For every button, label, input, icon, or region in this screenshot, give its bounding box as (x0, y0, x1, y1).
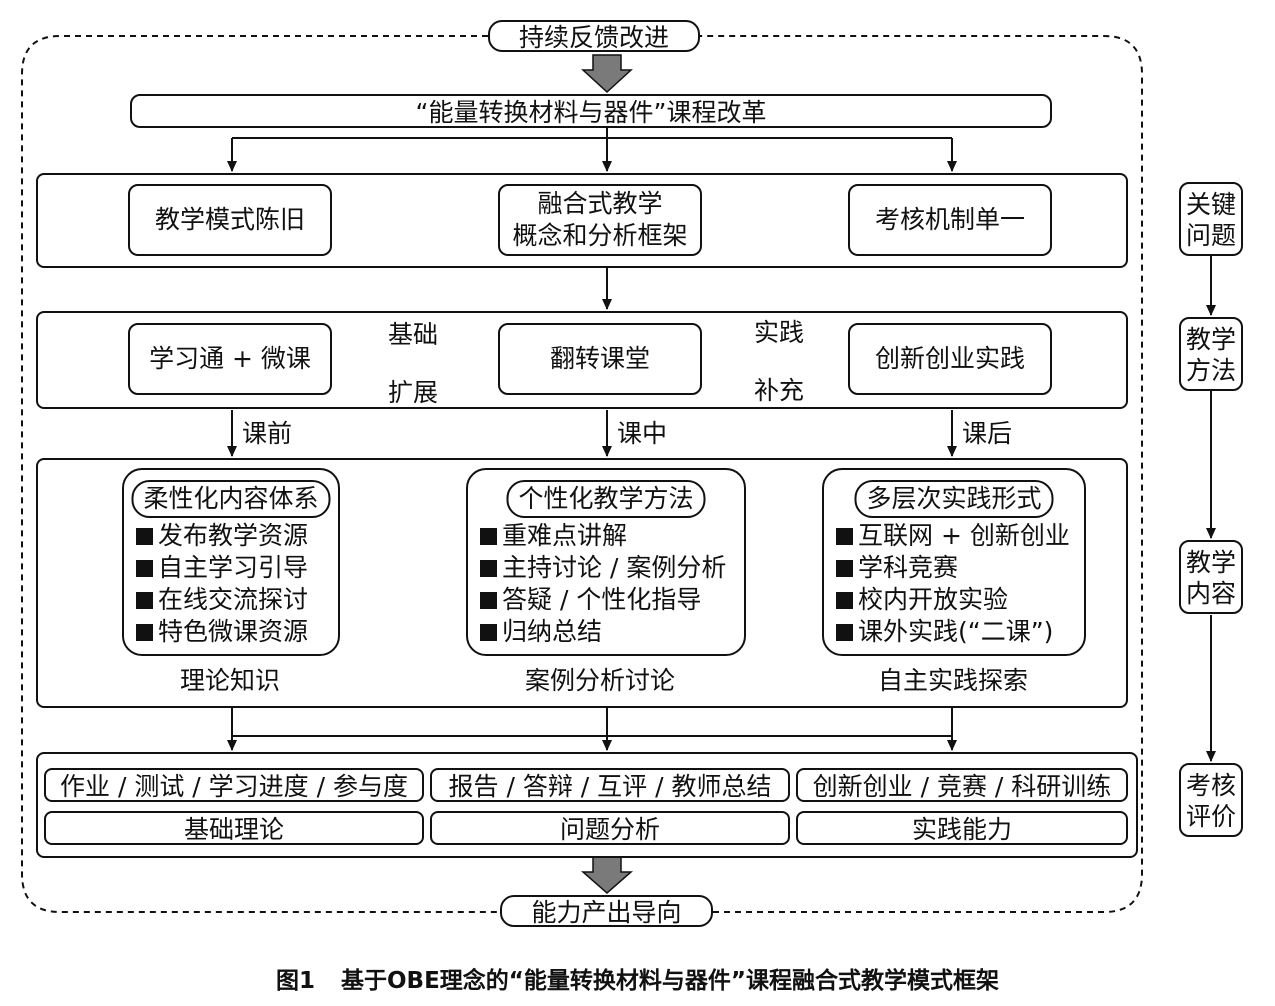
list-item: 主持讨论 / 案例分析 (480, 552, 726, 584)
outdated-teaching-mode-box: 教学模式陈旧 (128, 184, 332, 256)
list-item: 归纳总结 (480, 616, 726, 648)
panel-title: 柔性化内容体系 (131, 480, 331, 518)
side-label-line: 方法 (1185, 356, 1236, 385)
course-reform-text: “能量转换材料与器件”课程改革 (415, 98, 767, 127)
assessment-method-theory: 作业 / 测试 / 学习进度 / 参与度 (44, 768, 424, 802)
flexible-content-panel: 柔性化内容体系 发布教学资源 自主学习引导 在线交流探讨 特色微课资源 (122, 468, 340, 656)
panel-caption-case: 案例分析讨论 (525, 666, 676, 695)
side-label-line: 教学 (1185, 325, 1236, 354)
block-arrow-bottom (581, 856, 633, 894)
xuexitong-microcourse-text: 学习通 + 微课 (149, 343, 311, 373)
list-item: 自主学习引导 (136, 552, 308, 584)
figure-caption: 图1 基于OBE理念的“能量转换材料与器件”课程融合式教学模式框架 (0, 961, 1275, 995)
list-item: 答疑 / 个性化指导 (480, 584, 726, 616)
innovation-practice-text: 创新创业实践 (874, 343, 1025, 373)
ability-text: 问题分析 (559, 815, 660, 844)
stage-before-class: 课前 (242, 419, 293, 448)
flipped-classroom-text: 翻转课堂 (549, 343, 650, 373)
list-item: 在线交流探讨 (136, 584, 308, 616)
personalized-method-panel: 个性化教学方法 重难点讲解 主持讨论 / 案例分析 答疑 / 个性化指导 归纳总… (466, 468, 746, 656)
list-item: 课外实践(“二课”) (836, 616, 1070, 648)
block-arrow-top (581, 54, 633, 94)
figure-number: 图1 (275, 968, 315, 994)
panel-title: 多层次实践形式 (854, 480, 1054, 518)
side-label-line: 评价 (1185, 802, 1236, 831)
list-item: 学科竞赛 (836, 552, 1070, 584)
side-label-key-problems: 关键 问题 (1179, 182, 1243, 256)
output-oriented-text: 能力产出导向 (531, 898, 682, 927)
course-reform-box: “能量转换材料与器件”课程改革 (130, 94, 1052, 128)
side-label-line: 关键 (1185, 190, 1236, 219)
panel-items: 互联网 + 创新创业 学科竞赛 校内开放实验 课外实践(“二课”) (836, 520, 1070, 648)
innovation-practice-box: 创新创业实践 (848, 323, 1052, 395)
side-label-teaching-content: 教学 内容 (1179, 540, 1243, 614)
ability-problem-analysis: 问题分析 (430, 811, 790, 845)
panel-items: 发布教学资源 自主学习引导 在线交流探讨 特色微课资源 (136, 520, 308, 648)
outdated-teaching-mode-text: 教学模式陈旧 (154, 204, 305, 234)
xuexitong-microcourse-box: 学习通 + 微课 (128, 323, 332, 395)
panel-caption-practice: 自主实践探索 (878, 666, 1029, 695)
ability-practice: 实践能力 (796, 811, 1128, 845)
multilevel-practice-panel: 多层次实践形式 互联网 + 创新创业 学科竞赛 校内开放实验 课外实践(“二课”… (822, 468, 1086, 656)
ability-basic-theory: 基础理论 (44, 811, 424, 845)
ability-text: 基础理论 (183, 815, 284, 844)
panel-title: 个性化教学方法 (506, 480, 706, 518)
label-supplement: 补充 (754, 376, 805, 405)
label-practice: 实践 (754, 318, 805, 347)
stage-during-class: 课中 (617, 419, 668, 448)
assessment-method-text: 报告 / 答辩 / 互评 / 教师总结 (448, 772, 772, 801)
label-expand: 扩展 (388, 378, 439, 407)
assessment-method-analysis: 报告 / 答辩 / 互评 / 教师总结 (430, 768, 790, 802)
feedback-label: 持续反馈改进 (488, 20, 700, 52)
feedback-loop-dashed (21, 35, 1143, 913)
integrated-teaching-framework-box: 融合式教学 概念和分析框架 (498, 184, 702, 256)
side-label-line: 问题 (1185, 221, 1236, 250)
assessment-method-text: 作业 / 测试 / 学习进度 / 参与度 (60, 772, 408, 801)
output-oriented-label: 能力产出导向 (500, 895, 713, 927)
list-item: 重难点讲解 (480, 520, 726, 552)
list-item: 发布教学资源 (136, 520, 308, 552)
list-item: 校内开放实验 (836, 584, 1070, 616)
label-basis: 基础 (388, 320, 439, 349)
side-label-teaching-methods: 教学 方法 (1179, 317, 1243, 391)
integrated-teaching-line1: 融合式教学 (537, 188, 663, 218)
stage-after-class: 课后 (962, 419, 1013, 448)
side-label-line: 内容 (1185, 579, 1236, 608)
assessment-method-practice: 创新创业 / 竞赛 / 科研训练 (796, 768, 1128, 802)
list-item: 互联网 + 创新创业 (836, 520, 1070, 552)
assessment-method-text: 创新创业 / 竞赛 / 科研训练 (812, 772, 1112, 801)
side-label-line: 考核 (1185, 771, 1236, 800)
side-label-line: 教学 (1185, 548, 1236, 577)
side-label-assessment: 考核 评价 (1179, 763, 1243, 837)
figure-caption-text: 基于OBE理念的“能量转换材料与器件”课程融合式教学模式框架 (340, 968, 1000, 994)
integrated-teaching-line2: 概念和分析框架 (512, 221, 688, 250)
flipped-classroom-box: 翻转课堂 (498, 323, 702, 395)
single-assessment-box: 考核机制单一 (848, 184, 1052, 256)
panel-items: 重难点讲解 主持讨论 / 案例分析 答疑 / 个性化指导 归纳总结 (480, 520, 726, 648)
list-item: 特色微课资源 (136, 616, 308, 648)
ability-text: 实践能力 (911, 815, 1012, 844)
single-assessment-text: 考核机制单一 (874, 204, 1025, 234)
panel-caption-theory: 理论知识 (180, 666, 281, 695)
feedback-text: 持续反馈改进 (518, 23, 669, 52)
